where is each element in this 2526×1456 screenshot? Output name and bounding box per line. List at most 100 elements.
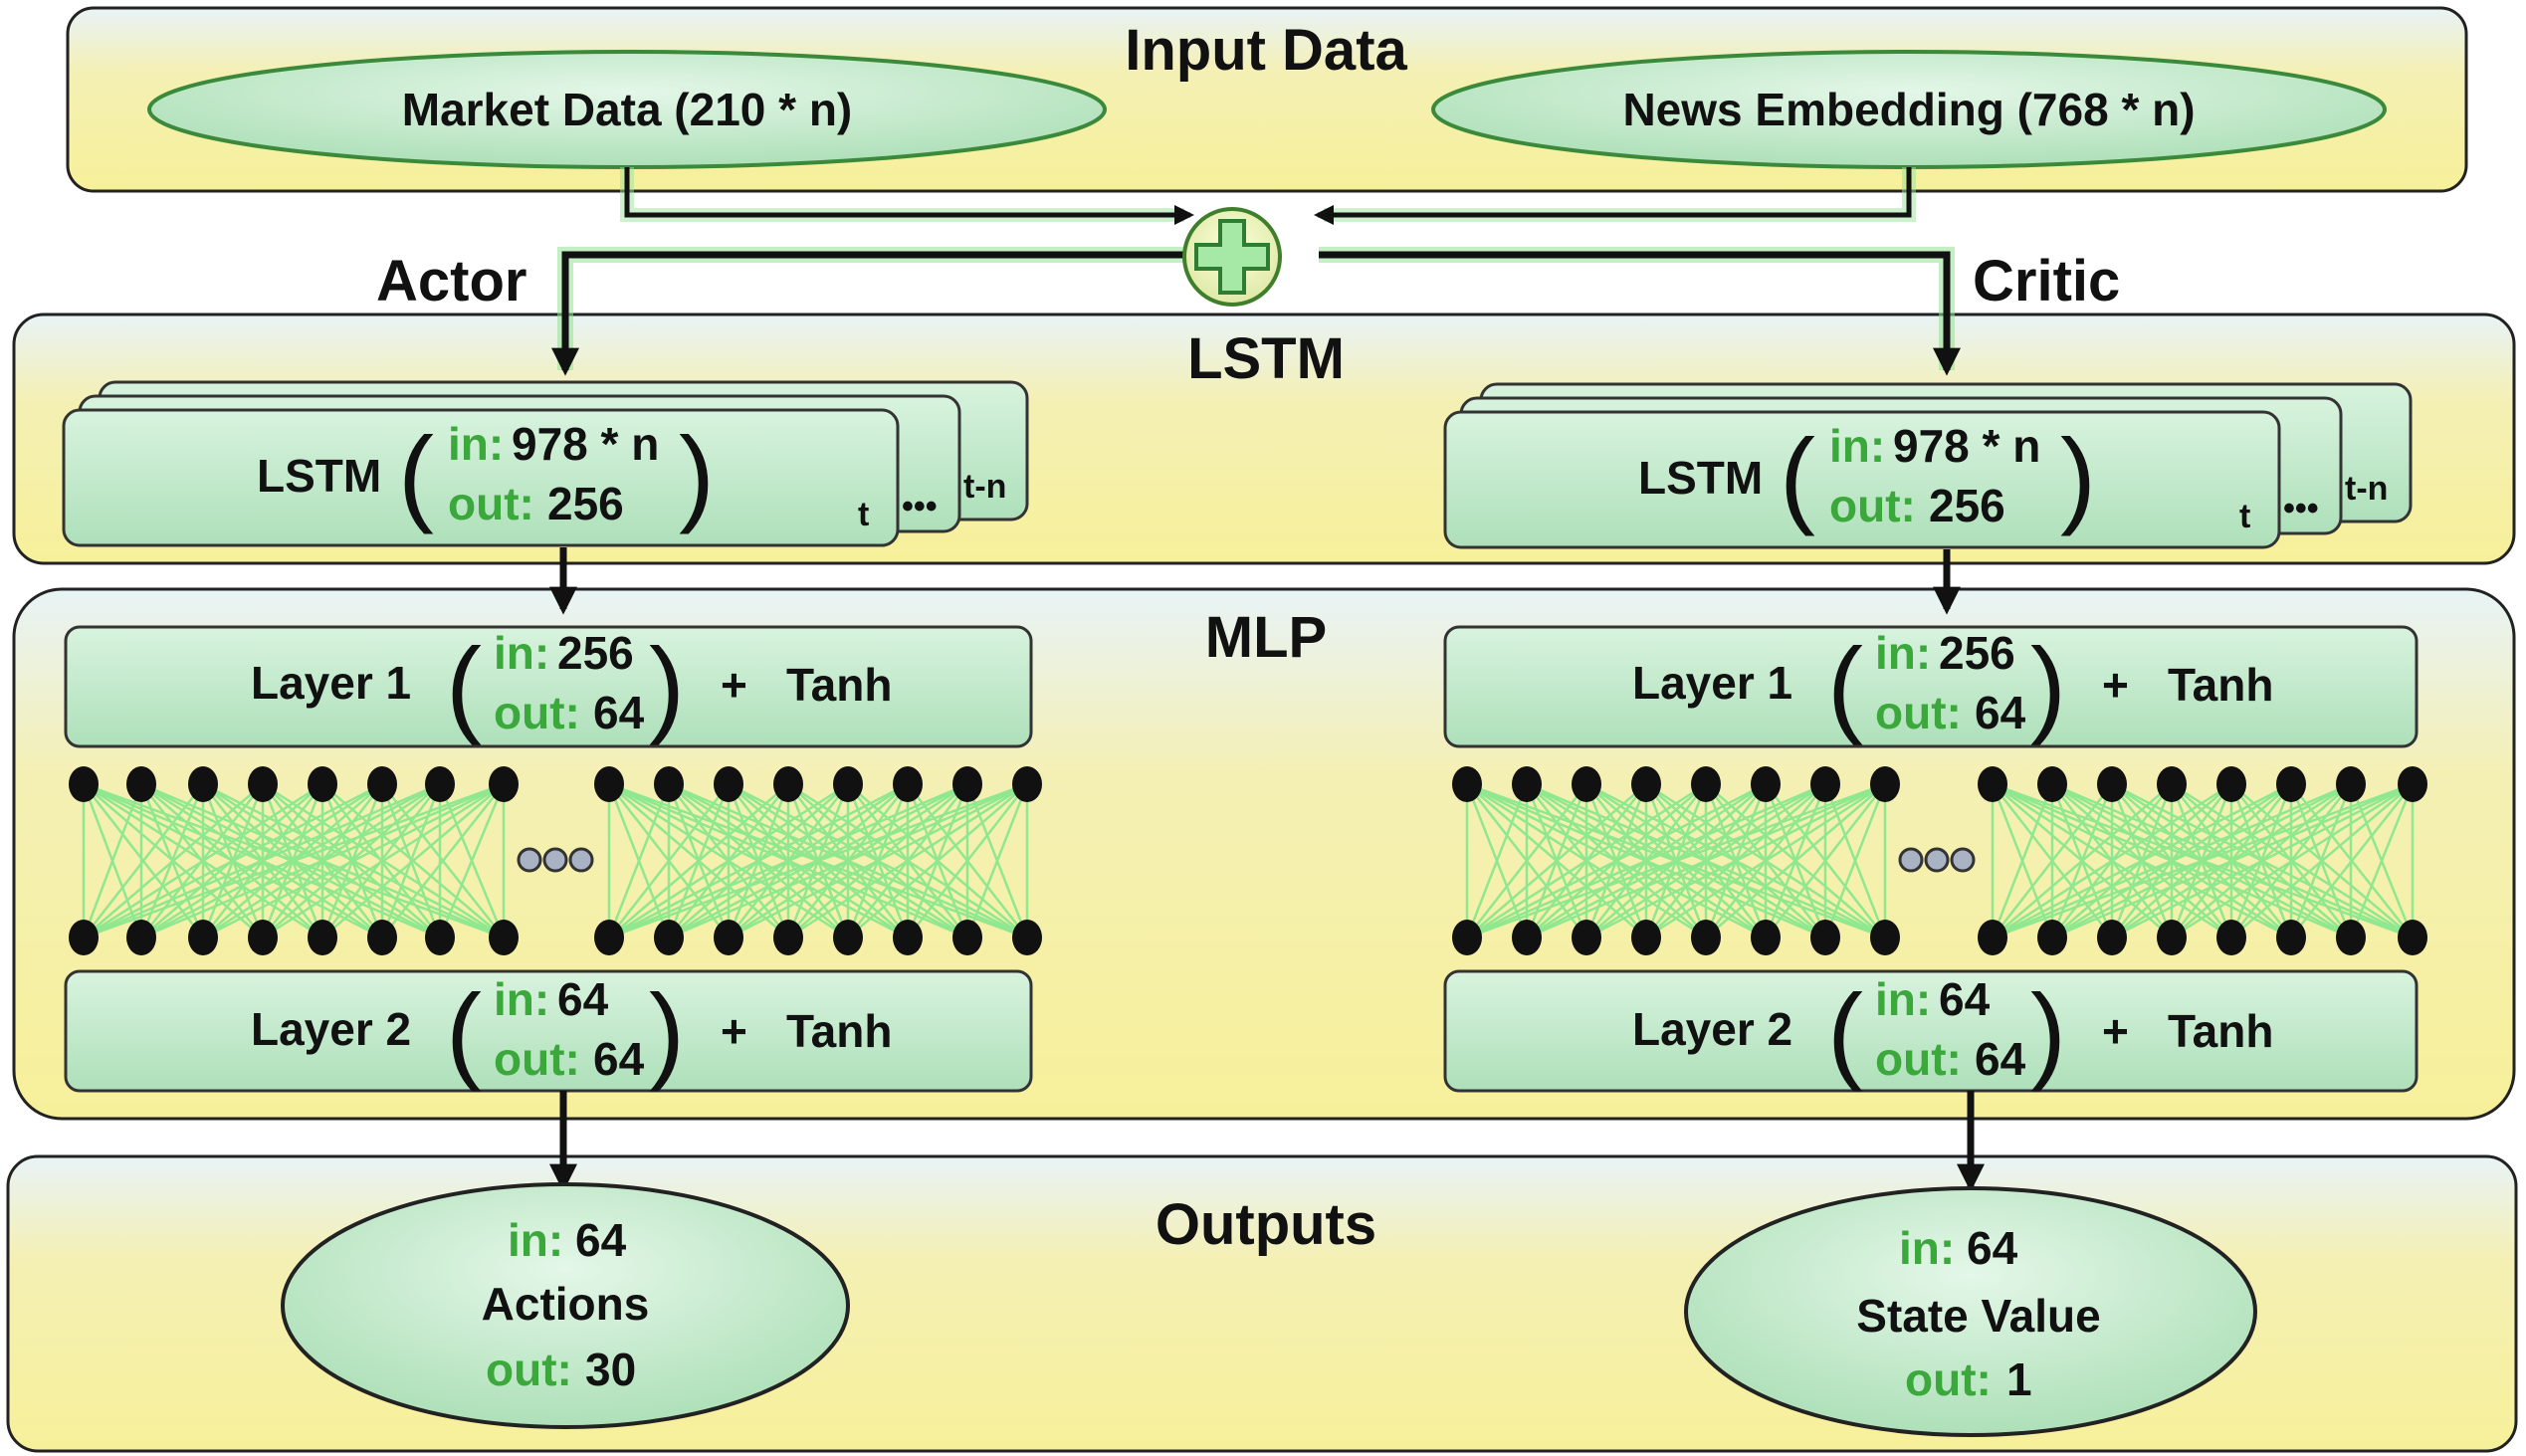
ellipsis-dot bbox=[517, 847, 542, 873]
actor-layer2-plus: + bbox=[721, 1005, 747, 1057]
neuron-node bbox=[1751, 766, 1781, 802]
neuron-link bbox=[1466, 782, 1826, 939]
neuron-node bbox=[1751, 920, 1781, 955]
neuron-node bbox=[2037, 920, 2067, 955]
neuron-link bbox=[438, 783, 506, 938]
ellipsis-dot bbox=[542, 847, 568, 873]
lstm-to-mlp-arrows bbox=[549, 547, 1961, 615]
neuron-link bbox=[608, 782, 1028, 939]
actor-layer2-in-key: in: bbox=[494, 973, 549, 1025]
neuron-link bbox=[2051, 782, 2414, 939]
neuron-node bbox=[188, 920, 218, 955]
neuron-node bbox=[2398, 920, 2427, 955]
neuron-node bbox=[248, 766, 278, 802]
neuron-link bbox=[1466, 783, 1587, 938]
actions-in-key: in: bbox=[508, 1214, 563, 1266]
neuron-link bbox=[965, 783, 1029, 938]
neuron-node bbox=[1012, 920, 1042, 955]
neuron-node bbox=[489, 766, 519, 802]
actor-layer2-out-val: 64 bbox=[593, 1033, 645, 1085]
paren-close: ) bbox=[2060, 416, 2096, 536]
actor-layer2-out-key: out: bbox=[494, 1033, 580, 1085]
neuron-node bbox=[1870, 766, 1900, 802]
neuron-link bbox=[1992, 782, 2232, 939]
neuron-link bbox=[1466, 783, 1647, 938]
critic-layer1-label: Layer 1 bbox=[1632, 657, 1792, 709]
critic-layer2-label: Layer 2 bbox=[1632, 1003, 1792, 1055]
neuron-node bbox=[893, 920, 923, 955]
critic-layer1-out-key: out: bbox=[1875, 687, 1962, 738]
neuron-node bbox=[1691, 766, 1721, 802]
state-out-key: out: bbox=[1905, 1353, 1992, 1405]
critic-layer2: Layer 2 ( in: 64 out: 64 ) + Tanh bbox=[1443, 969, 2419, 1093]
actions-in-val: 64 bbox=[575, 1214, 627, 1266]
neuron-link bbox=[1992, 783, 2113, 938]
actor-label: Actor bbox=[376, 249, 526, 313]
neuron-link bbox=[787, 782, 1028, 939]
neuron-link bbox=[1466, 782, 1767, 939]
market-data-node: Market Data (210 * n) bbox=[147, 50, 1107, 169]
neuron-link bbox=[1526, 782, 1886, 939]
neuron-node bbox=[2336, 920, 2366, 955]
actor-lstm-tn: t-n bbox=[963, 468, 1006, 506]
neuron-link bbox=[1466, 782, 1886, 939]
neuron-node bbox=[654, 766, 684, 802]
actor-lstm-out-val: 256 bbox=[547, 478, 624, 529]
neuron-node bbox=[952, 920, 982, 955]
neuron-link bbox=[1645, 782, 1886, 939]
actor-lstm-label: LSTM bbox=[257, 450, 381, 502]
neuron-link bbox=[2290, 783, 2414, 938]
state-in-key: in: bbox=[1899, 1222, 1955, 1274]
neuron-link bbox=[608, 782, 849, 939]
state-out-val: 1 bbox=[2006, 1353, 2032, 1405]
neuron-node bbox=[2157, 766, 2187, 802]
paren-open: ( bbox=[1780, 416, 1815, 536]
paren-open: ( bbox=[1827, 971, 1863, 1092]
neuron-link bbox=[668, 782, 1028, 939]
critic-lstm-out-key: out: bbox=[1829, 480, 1916, 531]
neuron-node bbox=[1631, 920, 1661, 955]
actions-out-key: out: bbox=[486, 1344, 572, 1395]
neuron-node bbox=[308, 766, 337, 802]
neuron-link bbox=[381, 783, 505, 938]
critic-layer1-out-val: 64 bbox=[1975, 687, 2026, 738]
neuron-link bbox=[1992, 783, 2173, 938]
neuron-node bbox=[126, 920, 156, 955]
neuron-node bbox=[69, 920, 99, 955]
critic-layer2-in-val: 64 bbox=[1939, 973, 1991, 1025]
neuron-node bbox=[2097, 766, 2127, 802]
neuron-node bbox=[714, 920, 743, 955]
neuron-link bbox=[83, 782, 383, 939]
neuron-node bbox=[1452, 920, 1482, 955]
actor-lstm-t: t bbox=[858, 496, 869, 533]
actor-layer1-in-key: in: bbox=[494, 627, 549, 679]
neuron-node bbox=[773, 920, 803, 955]
paren-close: ) bbox=[2030, 625, 2066, 745]
state-value-node: in: 64 State Value out: 1 bbox=[1684, 1186, 2257, 1437]
paren-close: ) bbox=[2030, 971, 2066, 1092]
news-embedding-label: News Embedding (768 * n) bbox=[1622, 84, 2195, 135]
state-in-val: 64 bbox=[1967, 1222, 2018, 1274]
critic-lstm-in-val: 978 * n bbox=[1893, 420, 2040, 472]
neuron-link bbox=[1705, 783, 1886, 938]
neuron-node bbox=[1452, 766, 1482, 802]
ellipsis-dot bbox=[568, 847, 594, 873]
neuron-node bbox=[1572, 920, 1601, 955]
paren-open: ( bbox=[398, 414, 434, 534]
neuron-node bbox=[2216, 766, 2246, 802]
neuron-node bbox=[833, 920, 863, 955]
neuron-link bbox=[140, 782, 505, 939]
paren-close: ) bbox=[649, 971, 685, 1092]
neuron-node bbox=[1691, 920, 1721, 955]
actor-lstm-out-key: out: bbox=[448, 478, 534, 529]
neuron-node bbox=[188, 766, 218, 802]
neuron-link bbox=[1465, 783, 1529, 938]
neuron-link bbox=[907, 783, 1028, 938]
actor-lstm-ellipsis: ••• bbox=[902, 488, 938, 525]
actor-layer1-label: Layer 1 bbox=[251, 657, 411, 709]
critic-layer1-act: Tanh bbox=[2168, 659, 2273, 711]
neuron-node bbox=[1572, 766, 1601, 802]
critic-layer1: Layer 1 ( in: 256 out: 64 ) + Tanh bbox=[1443, 625, 2419, 748]
neuron-link bbox=[608, 783, 730, 938]
